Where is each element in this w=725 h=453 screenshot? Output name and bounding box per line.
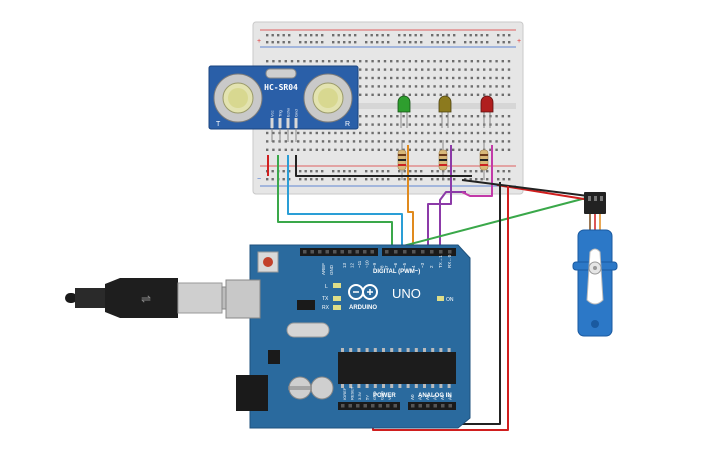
board-model: UNO <box>392 286 421 301</box>
digital-pin-label: ~6 <box>393 262 398 268</box>
analog-pin-label: A1 <box>418 394 423 400</box>
wire <box>379 197 587 253</box>
wire <box>295 155 472 177</box>
wire <box>277 155 393 252</box>
sensor-side-r: R <box>345 121 350 128</box>
analog-label: ANALOG IN <box>418 393 452 399</box>
power-pin-label: IOREF <box>342 387 347 400</box>
wire <box>461 179 589 197</box>
digital-pin-label: 2 <box>429 265 434 268</box>
wire <box>287 155 403 252</box>
wire <box>439 191 466 252</box>
servo-motor <box>572 192 618 337</box>
sensor-side-t: T <box>216 121 221 128</box>
usb-icon: ⇌ <box>141 292 151 306</box>
power-pin-label: 3.3V <box>357 391 362 400</box>
digital-pin-label: 12 <box>350 262 355 268</box>
led-label-rx: RX <box>322 305 330 311</box>
led-label-tx: TX <box>322 296 329 302</box>
digital-pin-label: 7 <box>384 265 389 268</box>
sensor-pin-label: Vcc <box>270 110 275 117</box>
wire <box>407 145 414 252</box>
digital-pin-label: ~5 <box>402 262 407 268</box>
analog-pin-label: A4 <box>440 394 445 400</box>
analog-pin-label: A0 <box>410 394 415 400</box>
digital-pin-label: TX→1 <box>438 255 443 268</box>
arduino-uno-board: L TX RX ON UNO ARDUINO DIGITAL (PWM~) PO… <box>225 244 471 429</box>
digital-pin-label: 13 <box>342 262 347 268</box>
rail-plus-label: + <box>257 38 261 45</box>
digital-pin-label: ~11 <box>357 260 362 268</box>
digital-label: DIGITAL (PWM~) <box>373 269 420 275</box>
power-pin-label: GND <box>372 391 377 400</box>
resistor-1 <box>397 140 407 180</box>
resistor-2 <box>438 140 448 180</box>
power-pin-label: Vin <box>387 394 392 400</box>
digital-pin-label: ~3 <box>420 262 425 268</box>
rail-minus-label: − <box>257 176 261 183</box>
led-label-l: L <box>325 284 328 290</box>
aref-label: AREF <box>321 263 326 275</box>
arduino-logo-icon <box>348 284 378 300</box>
board-brand: ARDUINO <box>349 305 377 311</box>
usb-cable: ⇌ <box>65 278 243 318</box>
digital-pin-label: RX←0 <box>447 254 452 268</box>
led-green <box>397 95 411 128</box>
power-pin-label: 5V <box>365 395 370 400</box>
power-label: POWER <box>373 393 396 399</box>
power-pin-label: GND <box>380 391 385 400</box>
on-label: ON <box>446 297 454 303</box>
breadboard: + − + <box>252 21 524 195</box>
gnd-label: GND <box>329 264 334 275</box>
wire <box>496 184 591 201</box>
sensor-label: HC-SR04 <box>264 83 298 92</box>
analog-pin-label: A3 <box>433 394 438 400</box>
led-red <box>480 95 494 128</box>
digital-pin-label: 4 <box>411 265 416 268</box>
digital-pin-label: ~10 <box>365 260 370 268</box>
digital-pin-label: 8 <box>380 265 385 268</box>
analog-pin-label: A2 <box>425 394 430 400</box>
sensor-pin-label: Trig <box>278 110 283 117</box>
wire <box>461 145 493 197</box>
power-pin-label: RESET <box>350 386 355 400</box>
rail-plus-label-right: + <box>517 38 521 45</box>
sensor-pin-label: Gnd <box>294 109 299 117</box>
sensor-pin-label: Echo <box>286 107 291 117</box>
resistor-3 <box>479 140 489 180</box>
analog-pin-label: A5 <box>448 394 453 400</box>
led-yellow <box>438 95 452 128</box>
digital-pin-label: ~9 <box>372 262 377 268</box>
